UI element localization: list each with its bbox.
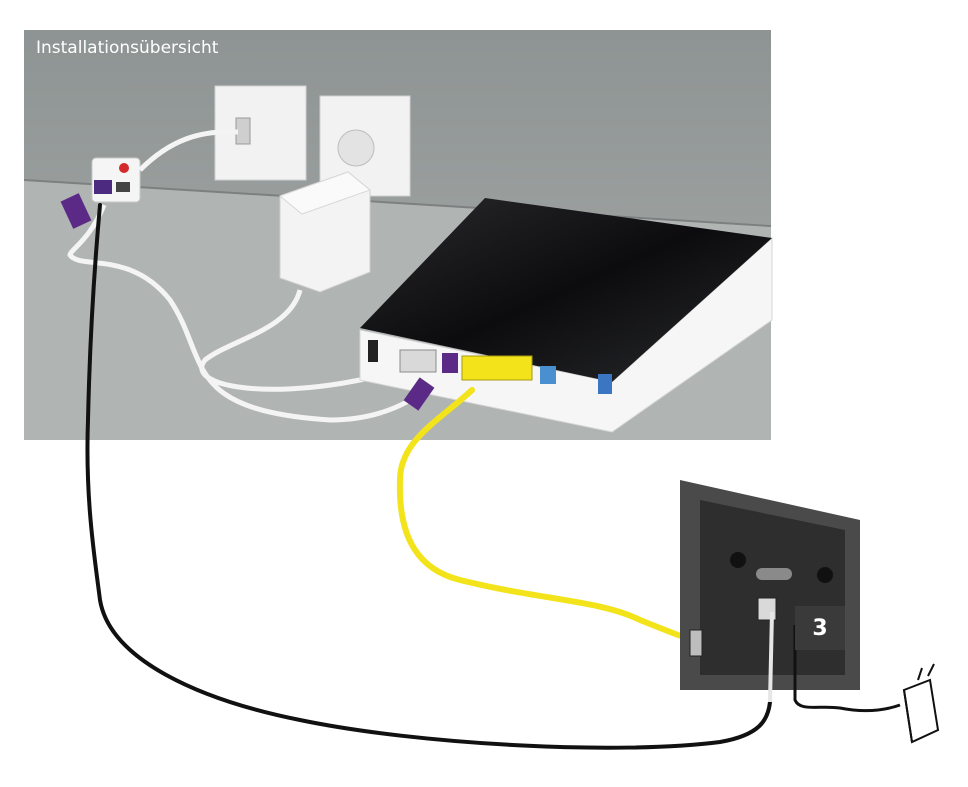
purple-plug [403, 377, 435, 411]
router-top [360, 198, 772, 382]
splitter-to-wall-cable [138, 129, 239, 172]
lan-ports [461, 355, 533, 381]
dsl-splitter [91, 157, 141, 203]
router [359, 198, 773, 433]
step-badge: 3 [795, 606, 845, 650]
base-cable-white [768, 611, 774, 703]
dsl-port [442, 353, 458, 373]
base-power-cable [793, 625, 901, 713]
wan-port [540, 366, 556, 384]
diagram-title: Installationsübersicht [36, 38, 219, 58]
power-switch [368, 340, 378, 362]
phone-line-cable [85, 203, 772, 750]
power-adapter [278, 171, 372, 293]
ethernet-cable [396, 387, 703, 645]
usb-ports [598, 374, 612, 394]
phone-ports [399, 349, 437, 373]
purple-plug-splitter [60, 193, 92, 229]
wall-plug-sketch [902, 663, 940, 744]
splitter-loop-cable [67, 204, 435, 423]
desk-edge [23, 179, 772, 227]
